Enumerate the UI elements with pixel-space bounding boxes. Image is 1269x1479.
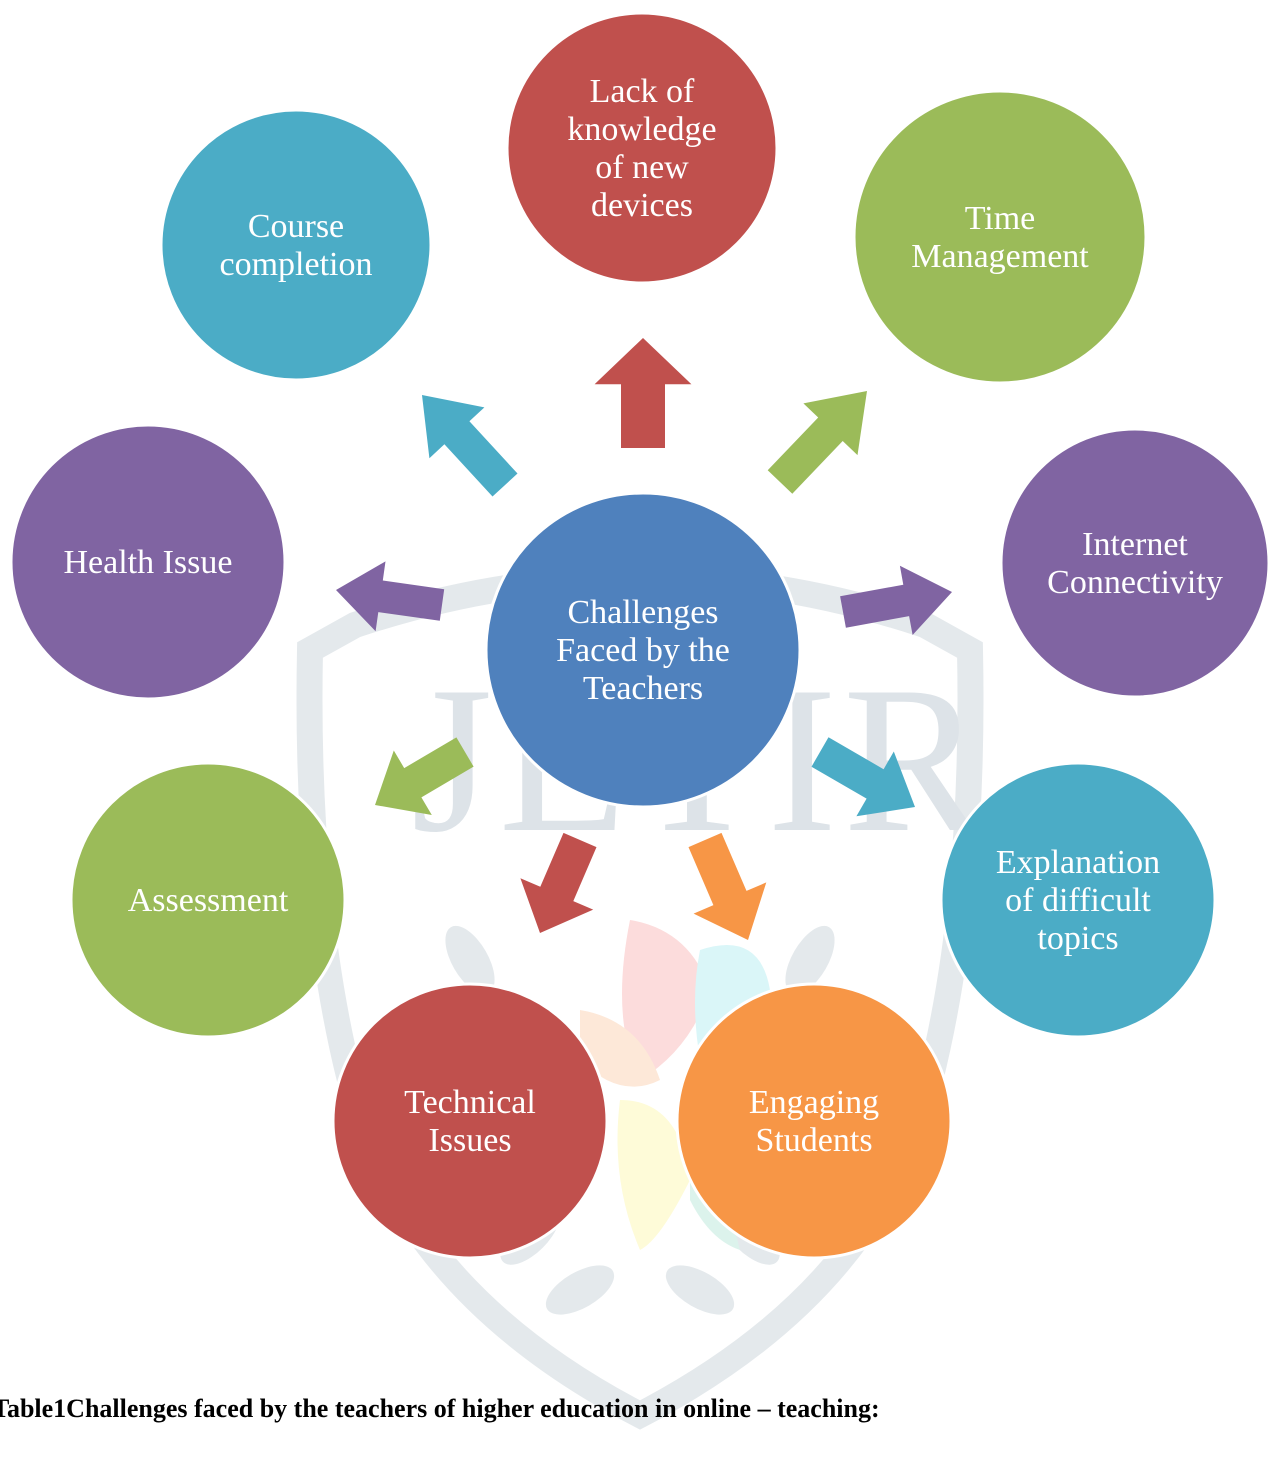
explanation-of-difficult-topics-label: topics (1037, 920, 1118, 957)
arrow-to-course-completion (422, 395, 518, 497)
technical-issues-label: Technical (404, 1084, 536, 1121)
course-completion-circle (159, 108, 433, 382)
arrow-to-assessment (375, 737, 474, 815)
lack-of-knowledge-label: of new (595, 149, 689, 186)
node-assessment: Assessment (69, 761, 347, 1039)
technical-issues-label: Issues (428, 1122, 511, 1159)
arrow-to-time-management (767, 391, 867, 494)
engaging-students-label: Students (755, 1122, 872, 1159)
arrow-to-internet-connectivity (840, 565, 952, 635)
explanation-of-difficult-topics-label: Explanation (996, 844, 1160, 881)
arrow-to-health-issue (336, 561, 445, 632)
internet-connectivity-circle (999, 427, 1269, 699)
lack-of-knowledge-circle (505, 11, 779, 285)
internet-connectivity-label: Internet (1082, 526, 1188, 563)
center-label: Challenges (567, 594, 718, 631)
center-label: Teachers (583, 670, 703, 707)
explanation-of-difficult-topics-circle (939, 761, 1217, 1039)
lack-of-knowledge-label: Lack of (590, 73, 695, 110)
engaging-students-label: Engaging (749, 1084, 879, 1121)
assessment-label: Assessment (128, 882, 289, 919)
center-circle (484, 491, 802, 809)
arrow-to-engaging-students (688, 832, 767, 940)
arrow-to-explanation-of-difficult-topics (811, 737, 915, 817)
explanation-of-difficult-topics-label: of difficult (1005, 882, 1151, 919)
internet-connectivity-label: Connectivity (1047, 564, 1223, 601)
technical-issues-circle (331, 982, 609, 1260)
health-issue-circle (9, 423, 287, 701)
engaging-students-circle (675, 982, 953, 1260)
time-management-label: Time (965, 200, 1036, 237)
course-completion-label: completion (220, 246, 373, 283)
course-completion-label: Course (248, 208, 344, 245)
time-management-circle (852, 89, 1148, 385)
center-label: Faced by the (556, 632, 730, 669)
arrows (336, 338, 952, 940)
lack-of-knowledge-label: devices (591, 187, 693, 224)
arrow-to-lack-of-knowledge (594, 338, 692, 448)
health-issue-label: Health Issue (63, 544, 232, 581)
time-management-label: Management (911, 238, 1089, 275)
node-health-issue: Health Issue (9, 423, 287, 701)
assessment-circle (69, 761, 347, 1039)
figure-caption: Table1Challenges faced by the teachers o… (0, 1394, 880, 1423)
arrow-to-technical-issues (520, 832, 597, 933)
lack-of-knowledge-label: knowledge (567, 111, 716, 148)
